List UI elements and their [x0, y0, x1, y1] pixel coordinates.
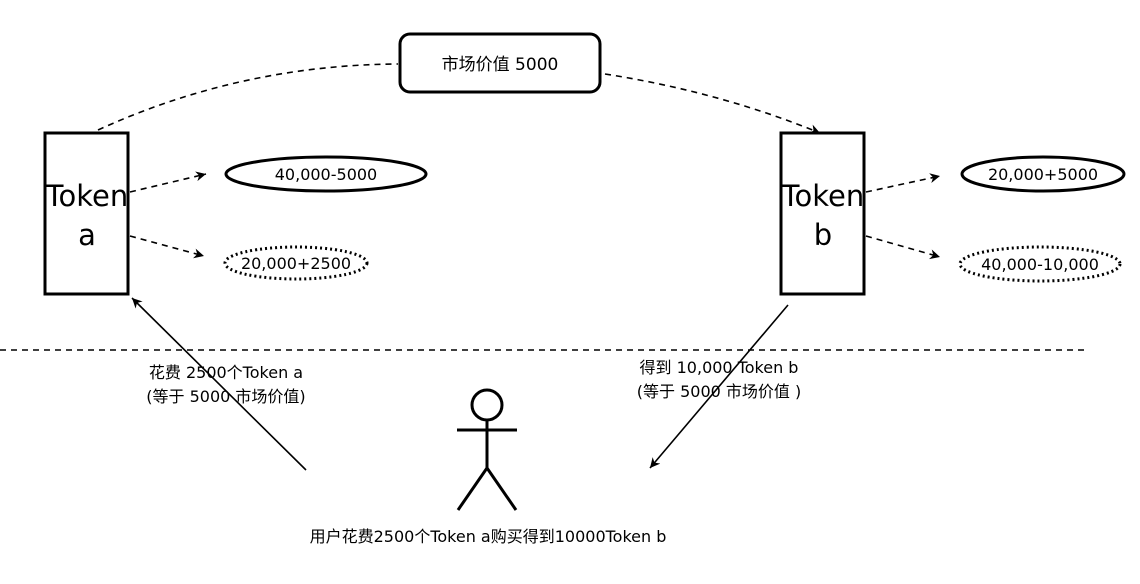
token-b-label-line2: b [814, 218, 832, 252]
token-b-solid-ellipse-text: 20,000+5000 [988, 165, 1098, 184]
token-a-label-line2: a [78, 218, 96, 252]
token-b-dotted-ellipse-text: 40,000-10,000 [981, 255, 1099, 274]
arrow-token-a-to-solid-ellipse [129, 171, 207, 193]
spend-label-line1: 花费 2500个Token a [149, 363, 303, 382]
arrow-user-to-token-a [131, 297, 307, 471]
token-b-solid-ellipse [960, 155, 1126, 193]
receive-label-line2: (等于 5000 市场价值 ) [637, 382, 801, 401]
receive-label-line1: 得到 10,000 Token b [640, 358, 799, 377]
arrow-token-b-to-dotted-ellipse [865, 235, 941, 260]
token-a-solid-ellipse [224, 155, 428, 193]
token-b-box [779, 131, 866, 296]
market-value-box [398, 32, 602, 94]
user-caption: 用户花费2500个Token a购买得到10000Token b [310, 527, 667, 546]
token-a-label-line1: Token [45, 179, 129, 213]
arrow-token-b-to-user [649, 304, 789, 469]
token-a-dotted-ellipse [223, 245, 369, 281]
token-a-solid-ellipse-text: 40,000-5000 [275, 165, 377, 184]
user-figure-icon [456, 388, 518, 511]
arrow-token-a-to-dotted-ellipse [129, 235, 205, 259]
token-a-box [43, 131, 130, 296]
token-a-dotted-ellipse-text: 20,000+2500 [241, 254, 351, 273]
arrow-token-b-to-solid-ellipse [865, 173, 941, 193]
token-b-label-line1: Token [781, 179, 865, 213]
token-b-dotted-ellipse [958, 245, 1122, 283]
market-value-label: 市场价值 5000 [442, 55, 559, 75]
curve-token-a-to-market [97, 63, 399, 131]
arrow-market-to-token-b [604, 73, 821, 134]
spend-label-line2: (等于 5000 市场价值) [146, 387, 305, 406]
